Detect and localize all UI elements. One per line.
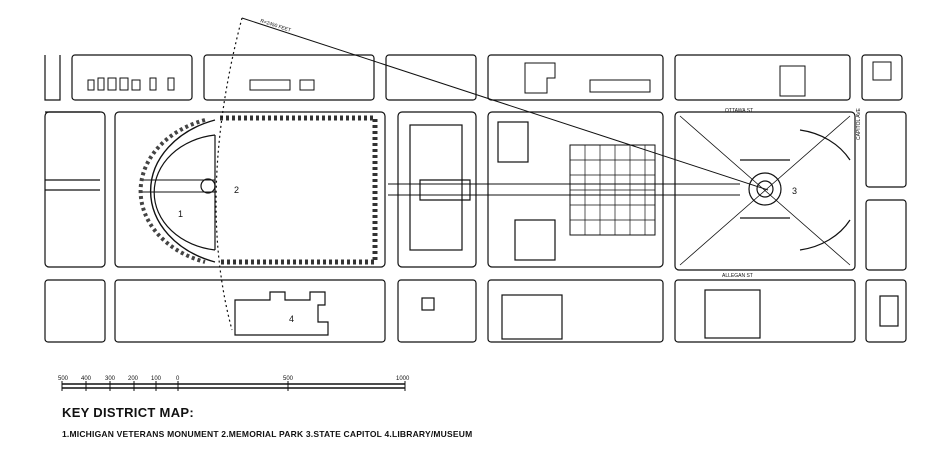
city-block <box>71 54 193 101</box>
city-block <box>44 111 106 268</box>
marker-1: 1 <box>178 209 183 219</box>
tree-row <box>220 115 378 265</box>
radius-label: R=2450 FEET <box>259 18 291 34</box>
city-block <box>114 279 386 343</box>
city-block <box>397 111 477 268</box>
city-block <box>397 279 477 343</box>
city-block <box>44 279 106 343</box>
key-district-map-title: KEY DISTRICT MAP: <box>62 405 194 420</box>
map-legend: 1.MICHIGAN VETERANS MONUMENT 2.MEMORIAL … <box>62 429 473 439</box>
library-museum-building <box>234 291 329 336</box>
marker-2: 2 <box>234 185 239 195</box>
marker-4: 4 <box>289 314 294 324</box>
city-block <box>45 111 100 191</box>
city-block <box>487 54 664 101</box>
city-block <box>44 55 61 101</box>
city-block <box>674 54 851 101</box>
memorial-park-block <box>114 111 386 268</box>
scale-tick: 100 <box>151 376 162 382</box>
capitol-avenue-label: CAPITOL AVE <box>856 107 862 140</box>
city-block <box>203 54 375 101</box>
capitol-square <box>674 111 856 271</box>
city-block <box>865 199 907 271</box>
scale-tick: 500 <box>283 376 294 382</box>
scale-tick: 0 <box>176 376 180 382</box>
scale-tick: 1000 <box>396 376 410 382</box>
capitol-dome <box>748 172 782 206</box>
allegan-street-label: ALLEGAN ST <box>722 273 753 279</box>
mall-walkway <box>388 183 740 196</box>
ottawa-street-label: OTTAWA ST <box>725 108 753 114</box>
city-block <box>487 111 664 268</box>
monument-inner-arc <box>153 134 216 251</box>
city-block <box>865 111 907 188</box>
city-block <box>487 279 664 343</box>
marker-3: 3 <box>792 186 797 196</box>
monument-semicircle <box>149 119 216 263</box>
scale-bar <box>61 381 406 391</box>
city-block <box>861 54 903 101</box>
scale-tick: 500 <box>58 376 69 382</box>
scale-tick: 400 <box>81 376 92 382</box>
scale-tick: 200 <box>128 376 139 382</box>
city-block <box>385 54 477 101</box>
radius-arc <box>215 17 243 331</box>
city-block <box>865 279 907 343</box>
district-map: 1 2 3 4 R=2450 FEET OTTAWA ST ALLEGAN ST… <box>44 17 907 343</box>
radius-line <box>241 17 769 191</box>
scale-tick: 300 <box>105 376 116 382</box>
city-block <box>674 279 856 343</box>
